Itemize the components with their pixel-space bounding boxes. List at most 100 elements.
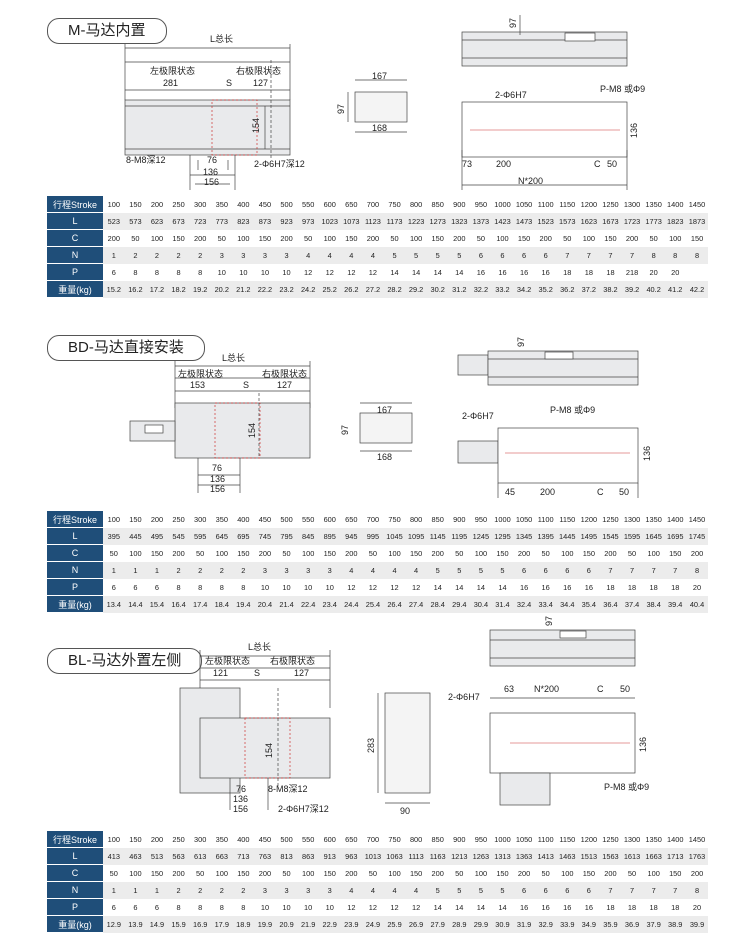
table-cell: 150 [491, 864, 514, 882]
table-cell: 1 [124, 881, 147, 899]
table-cell: 100 [318, 229, 341, 247]
table-cell: 10 [210, 263, 233, 281]
table-cell: 5 [448, 881, 471, 899]
table-cell: 27.9 [426, 915, 449, 933]
table-cell: 20 [686, 898, 708, 916]
right-limit-value: 127 [253, 78, 268, 88]
table-cell: 5 [491, 561, 514, 579]
table-cell: 1400 [664, 196, 687, 213]
table-cell: 4 [383, 561, 406, 579]
table-cell: 14.9 [146, 915, 168, 933]
table-cell: 3 [232, 246, 255, 264]
table-cell: 18 [621, 898, 643, 916]
table-cell: 200 [146, 196, 168, 213]
table-cell: 200 [426, 544, 449, 562]
table-cell: 1763 [686, 847, 708, 865]
table-cell: 12 [362, 578, 384, 596]
table-cell: 100 [578, 229, 600, 247]
table-cell: 300 [189, 196, 211, 213]
table-cell: 200 [448, 229, 471, 247]
table-cell: 18.4 [210, 595, 233, 613]
table-cell: 800 [405, 196, 427, 213]
table-cell: 400 [232, 511, 255, 528]
table-cell: 100 [210, 544, 233, 562]
table-cell: 150 [340, 229, 363, 247]
table-cell: 7 [664, 561, 687, 579]
table-cell: 18.2 [167, 280, 190, 298]
table-cell: 12 [340, 898, 363, 916]
left-limit-value: 153 [190, 380, 205, 390]
bottom-c: C [597, 487, 604, 497]
table-cell: 13.9 [124, 915, 147, 933]
row-header: L [47, 212, 103, 230]
table-cell: 823 [232, 212, 255, 230]
dim-76: 76 [207, 155, 217, 165]
table-cell: 10 [318, 578, 341, 596]
bottom-200: 200 [540, 487, 555, 497]
table-cell: 50 [124, 229, 147, 247]
table-cell: 1200 [578, 196, 600, 213]
table-cell: 10 [275, 578, 298, 596]
table-cell: 1 [103, 561, 125, 579]
drawing-bd: L总长 左极限状态 153 S 右极限状态 127 154 76 136 156… [129, 337, 652, 498]
table-cell: 50 [448, 544, 471, 562]
table-cell: 1063 [383, 847, 406, 865]
table-cell: 650 [340, 196, 363, 213]
table-cell: 450 [254, 831, 276, 848]
row-header: C [47, 229, 103, 247]
table-cell: 36.2 [556, 280, 579, 298]
bottom-136: 136 [642, 446, 652, 461]
table-cell: 1023 [318, 212, 341, 230]
table-cell: 350 [210, 196, 233, 213]
table-cell: 8 [686, 881, 708, 899]
table-cell: 3 [275, 881, 298, 899]
table-cell: 100 [297, 864, 319, 882]
table-cell: 18 [642, 898, 665, 916]
table-cell: 8 [167, 898, 190, 916]
table-cell: 8 [189, 263, 211, 281]
table-cell: 18 [599, 263, 622, 281]
table-cell: 150 [599, 229, 622, 247]
table-cell: 350 [210, 831, 233, 848]
table-cell: 7 [621, 246, 643, 264]
table-cell: 1200 [578, 831, 600, 848]
table-cell: 623 [146, 212, 168, 230]
side-168: 168 [377, 452, 392, 462]
table-cell: 12 [383, 898, 406, 916]
table-cell: 1200 [578, 511, 600, 528]
table-cell: 50 [210, 229, 233, 247]
table-cell: 6 [513, 881, 535, 899]
table-cell: 1623 [578, 212, 600, 230]
table-cell: 250 [167, 196, 190, 213]
left-limit-label: 左极限状态 [150, 65, 195, 76]
table-cell: 16 [513, 578, 535, 596]
table-cell: 50 [621, 544, 643, 562]
section-bd: BD-马达直接安装 L总长 左极限状态 153 S 右 [0, 333, 750, 623]
table-cell: 8 [189, 578, 211, 596]
table-cell: 3 [275, 561, 298, 579]
table-cell: 16 [513, 263, 535, 281]
table-cell: 38.2 [599, 280, 622, 298]
table-cell: 950 [470, 831, 492, 848]
table-cell: 12 [297, 263, 319, 281]
dim-156: 156 [204, 177, 219, 187]
table-cell: 1100 [534, 831, 557, 848]
right-limit-label: 右极限状态 [270, 655, 315, 666]
table-cell: 100 [124, 864, 147, 882]
table-cell: 795 [275, 527, 298, 545]
table-cell: 31.4 [491, 595, 514, 613]
drawing-bl: L总长 左极限状态 121 S 右极限状态 127 154 8-M8深12 2-… [179, 616, 649, 816]
table-cell: 14 [491, 578, 514, 596]
table-cell: 6 [534, 246, 557, 264]
bottom-50: 50 [620, 684, 630, 694]
table-cell: 100 [103, 511, 125, 528]
table-cell: 1145 [426, 527, 449, 545]
table-cell: 150 [513, 229, 535, 247]
table-cell: 200 [362, 229, 384, 247]
table-cell: 30.2 [426, 280, 449, 298]
table-cell: 500 [275, 831, 298, 848]
right-limit-value: 127 [277, 380, 292, 390]
table-cell: 200 [534, 229, 557, 247]
